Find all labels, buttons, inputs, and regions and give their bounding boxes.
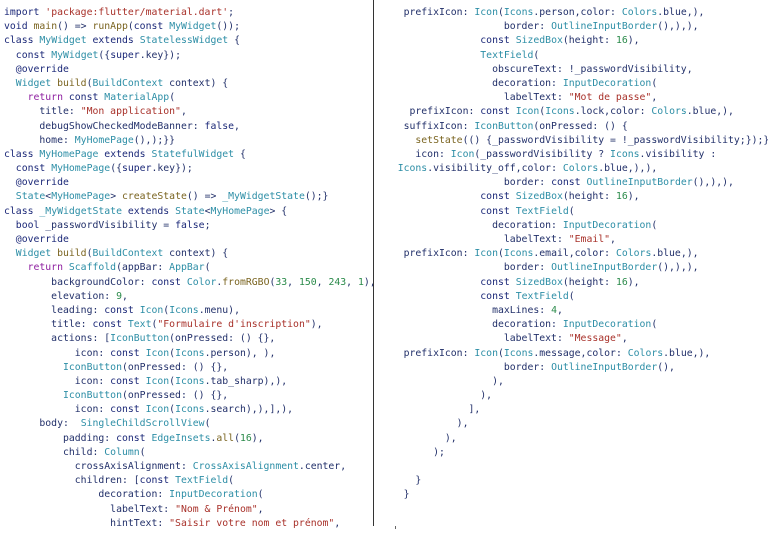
code-line: child: Column( — [4, 446, 146, 458]
code-line: return const MaterialApp( — [27, 92, 176, 104]
code-line: backgroundColor: const Color.fromRGBO(33… — [4, 276, 376, 288]
code-line: class MyHomePage extends StatefulWidget … — [4, 148, 246, 160]
code-line: debugShowCheckedModeBanner: false, — [4, 120, 240, 132]
code-line: title: const Text("Formulaire d'inscript… — [4, 319, 323, 331]
code-line — [380, 460, 768, 474]
code-column-right: prefixIcon: Icon(Icons.person,color: Col… — [380, 6, 768, 503]
code-line: const MyHomePage({super.key}); — [15, 163, 193, 175]
code-line: Icons.visibility_off,color: Colors.blue,… — [397, 163, 658, 175]
code-line: const SizedBox(height: 16), — [480, 276, 640, 288]
code-line: import 'package:flutter/material.dart'; — [4, 7, 235, 18]
code-line: border: const OutlineInputBorder(),),), — [380, 177, 734, 189]
code-line: prefixIcon: Icon(Icons.message,color: Co… — [380, 347, 711, 359]
code-column-left: import 'package:flutter/material.dart'; v… — [4, 6, 376, 531]
code-line: labelText: "Mot de passe", — [380, 92, 658, 104]
code-line: border: OutlineInputBorder(),),), — [380, 262, 699, 274]
code-line: hintText: "Saisir votre nom et prénom", — [4, 517, 341, 529]
code-line: void main() => runApp(const MyWidget()); — [4, 21, 240, 33]
code-line: Widget build(BuildContext context) { — [15, 248, 229, 260]
code-line: decoration: InputDecoration( — [4, 489, 264, 501]
code-line: decoration: InputDecoration( — [380, 319, 658, 331]
code-line: elevation: 9, — [4, 290, 128, 302]
code-line: title: "Mon application", — [4, 106, 187, 118]
code-line: children: [const TextField( — [4, 475, 235, 487]
code-line: icon: const Icon(Icons.tab_sharp),), — [4, 375, 288, 387]
code-line: Widget build(BuildContext context) { — [15, 77, 229, 89]
code-line: decoration: InputDecoration( — [380, 77, 658, 89]
code-line: IconButton(onPressed: () {}, — [62, 361, 229, 373]
code-line: @override — [15, 234, 69, 245]
code-line: } — [380, 475, 422, 487]
code-line: return Scaffold(appBar: AppBar( — [27, 262, 211, 274]
code-line: TextField( — [480, 49, 540, 61]
code-line: const SizedBox(height: 16), — [480, 35, 640, 47]
code-line: leading: const Icon(Icons.menu), — [4, 304, 240, 316]
code-line: crossAxisAlignment: CrossAxisAlignment.c… — [4, 461, 347, 472]
code-line: const TextField( — [480, 290, 575, 302]
code-line: maxLines: 4, — [380, 304, 563, 316]
code-line: ), — [380, 375, 504, 387]
code-line: prefixIcon: const Icon(Icons.lock,color:… — [380, 106, 734, 118]
code-line: prefixIcon: Icon(Icons.person,color: Col… — [380, 7, 705, 18]
code-line: class MyWidget extends StatelessWidget { — [4, 35, 240, 47]
stray-mark — [395, 526, 396, 529]
code-line: @override — [15, 63, 69, 75]
code-line: ), — [380, 418, 469, 430]
code-line: setState(() {_passwordVisibility = !_pas… — [415, 134, 768, 146]
code-line: ), — [380, 390, 493, 402]
code-line: border: OutlineInputBorder(), — [380, 361, 675, 373]
code-line: labelText: "Email", — [380, 234, 616, 245]
code-line: padding: const EdgeInsets.all(16), — [4, 432, 264, 444]
code-line: icon: const Icon(Icons.person), ), — [4, 347, 276, 359]
column-divider — [373, 0, 374, 526]
code-line: IconButton(onPressed: () {}, — [62, 390, 229, 402]
code-line: ); — [380, 446, 445, 458]
code-line: icon: const Icon(Icons.search),),],), — [4, 404, 294, 416]
code-line: labelText: "Nom & Prénom", — [4, 503, 264, 515]
code-line: decoration: InputDecoration( — [380, 219, 658, 231]
code-line: State<MyHomePage> createState() => _MyWi… — [15, 191, 329, 203]
code-line: @override — [15, 177, 69, 189]
code-line: obscureText: !_passwordVisibility, — [380, 63, 693, 75]
code-line: border: OutlineInputBorder(),),), — [380, 21, 699, 33]
code-line: ], — [380, 404, 481, 416]
code-line: const MyWidget({super.key}); — [15, 49, 181, 61]
code-line: icon: Icon(_passwordVisibility ? Icons.v… — [380, 148, 717, 160]
code-line: suffixIcon: IconButton(onPressed: () { — [380, 120, 628, 132]
code-line: prefixIcon: Icon(Icons.email,color: Colo… — [380, 248, 699, 260]
code-line: labelText: "Message", — [380, 333, 628, 345]
code-line: ), — [380, 432, 457, 444]
code-line: const TextField( — [480, 205, 575, 217]
code-line: const SizedBox(height: 16), — [480, 191, 640, 203]
code-line: class _MyWidgetState extends State<MyHom… — [4, 205, 288, 217]
code-line: home: MyHomePage(),);}} — [4, 134, 176, 146]
code-line: actions: [IconButton(onPressed: () {}, — [4, 333, 276, 345]
code-line: body: SingleChildScrollView( — [4, 418, 211, 430]
code-line: } — [380, 489, 410, 501]
code-line: bool _passwordVisibility = false; — [15, 219, 211, 231]
